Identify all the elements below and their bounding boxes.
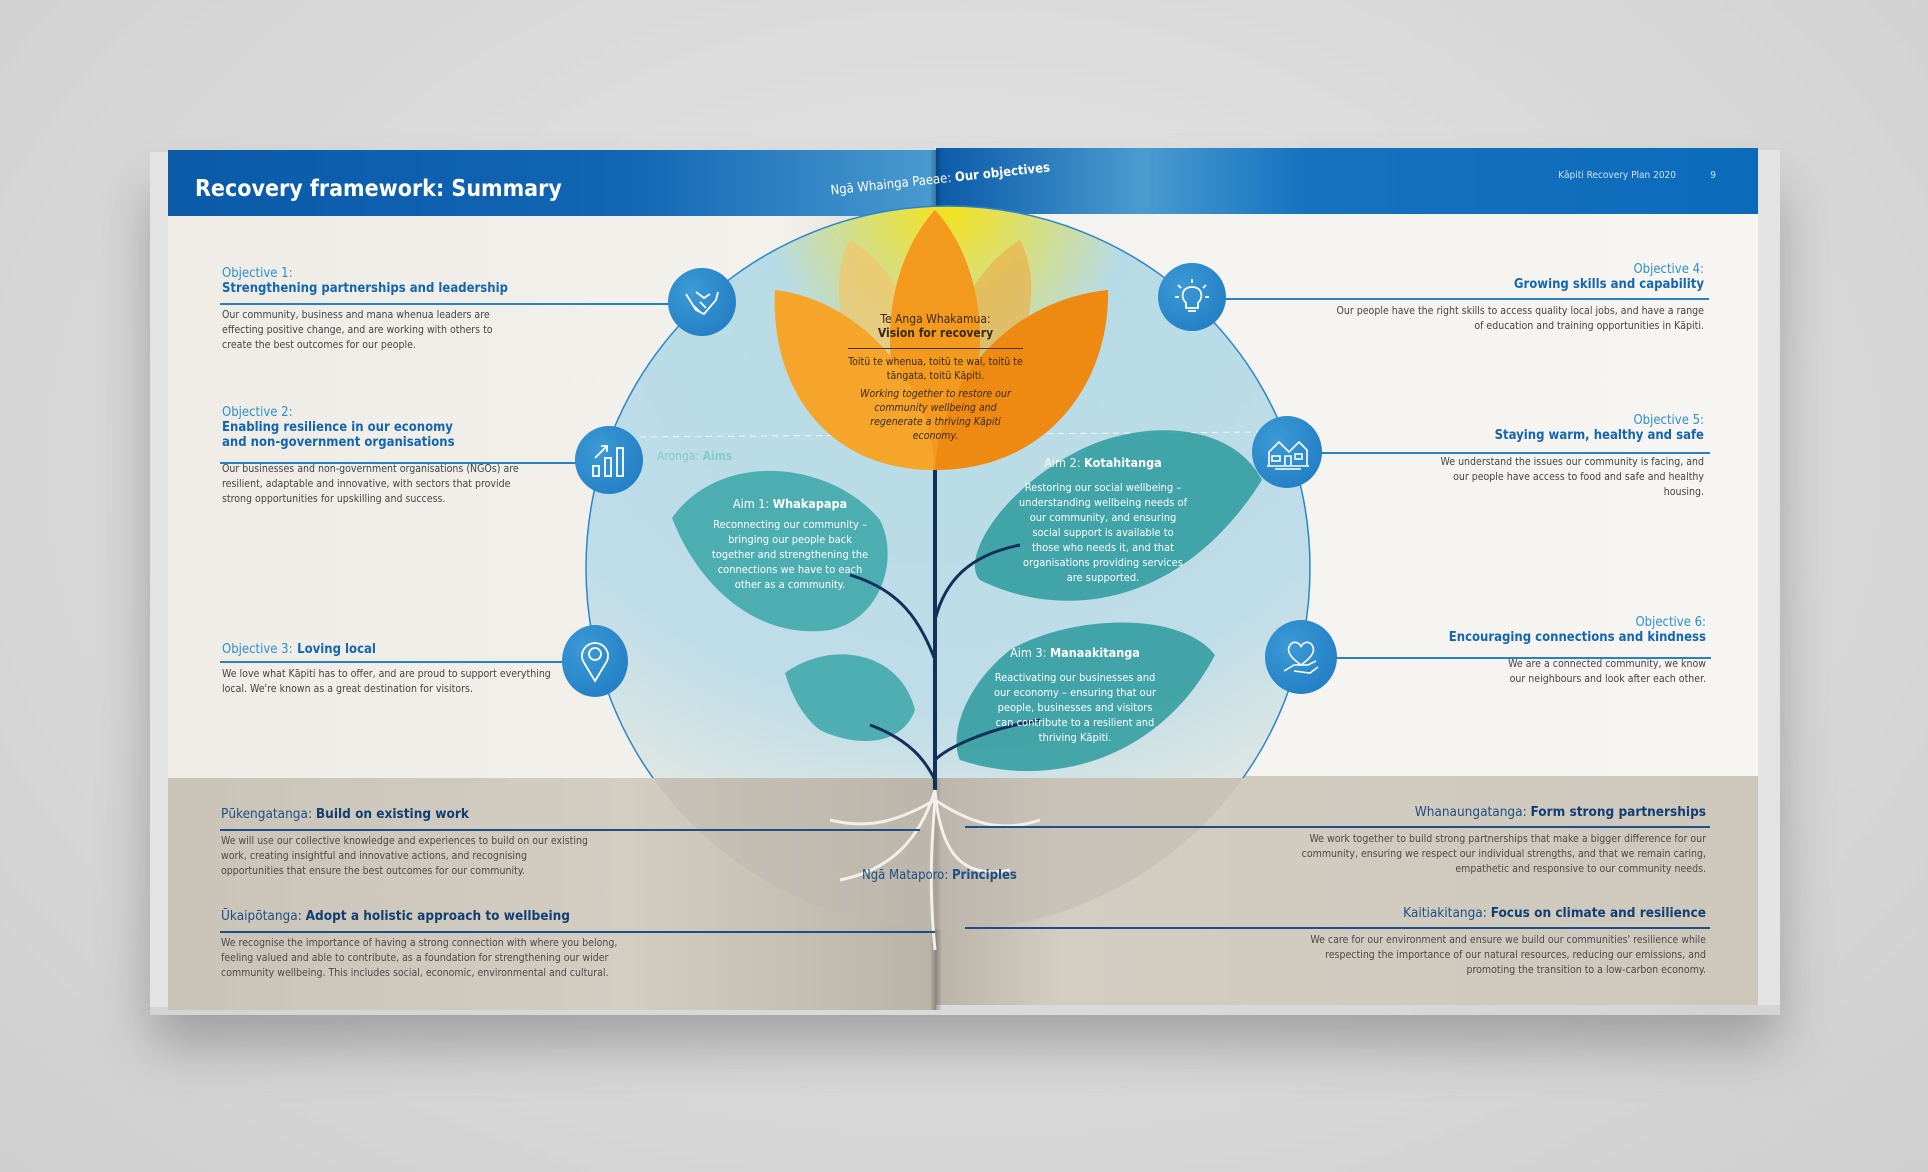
principle-4: Kaitiakitanga: Focus on climate and resi… [1310, 905, 1706, 976]
soil-area [653, 778, 1243, 930]
principle-1: Pūkengatanga: Build on existing work We … [221, 806, 588, 877]
lightbulb-icon [1158, 263, 1226, 331]
house-icon [1252, 416, 1322, 488]
vision-text: Working together to restore our communit… [860, 388, 1011, 442]
page-edge-right [1756, 150, 1780, 1005]
objective-6: Objective 6:Encouraging connections and … [1448, 615, 1706, 685]
left-page: Recovery framework: Summary [168, 150, 936, 1010]
principle-1-rule [220, 829, 920, 831]
objective-4-rule [1225, 298, 1709, 300]
principle-3: Whanaungatanga: Form strong partnerships… [1301, 804, 1706, 875]
objective-6-rule [1335, 657, 1711, 659]
objective-2-rule [220, 462, 580, 464]
heart-hand-icon [1265, 620, 1337, 694]
principles-heading: Ngā Mataporo: Principles [862, 868, 1017, 883]
principle-3-rule [965, 826, 1710, 828]
objective-1-rule [220, 303, 670, 305]
aims-heading: Aronga: Aims [657, 449, 733, 463]
objective-5-rule [1320, 452, 1710, 454]
vision-label: Te Anga Whakamua: [880, 312, 991, 326]
objective-1: Objective 1:Strengthening partnerships a… [222, 266, 508, 351]
bar-chart-icon [575, 426, 643, 494]
principle-2: Ūkaipōtanga: Adopt a holistic approach t… [221, 908, 618, 979]
handshake-icon [668, 268, 736, 336]
publication-name: Kāpiti Recovery Plan 2020 [1558, 170, 1676, 181]
page-number: 9 [1710, 170, 1716, 181]
lotus-flower [774, 210, 1109, 470]
header-band-left [168, 150, 936, 216]
objective-3: Objective 3: Loving local We love what K… [222, 642, 551, 695]
header-band-right [936, 148, 1758, 214]
map-pin-icon [562, 625, 628, 697]
objective-4: Objective 4:Growing skills and capabilit… [1336, 262, 1704, 332]
principle-4-rule [965, 927, 1710, 929]
vision-block: Te Anga Whakamua: Vision for recovery To… [848, 312, 1023, 443]
vision-title: Vision for recovery [848, 326, 1023, 349]
objective-3-rule [220, 661, 565, 663]
roots [829, 789, 1041, 951]
vision-motto: Toitū te whenua, toitū te wai, toitū te … [848, 356, 1023, 382]
objective-5: Objective 5:Staying warm, healthy and sa… [1440, 413, 1704, 498]
leaves [672, 430, 1262, 781]
page-title: Recovery framework: Summary [195, 176, 562, 202]
page-edge-left [150, 152, 170, 1007]
principle-2-rule [220, 931, 935, 933]
objective-2: Objective 2:Enabling resilience in our e… [222, 405, 519, 505]
